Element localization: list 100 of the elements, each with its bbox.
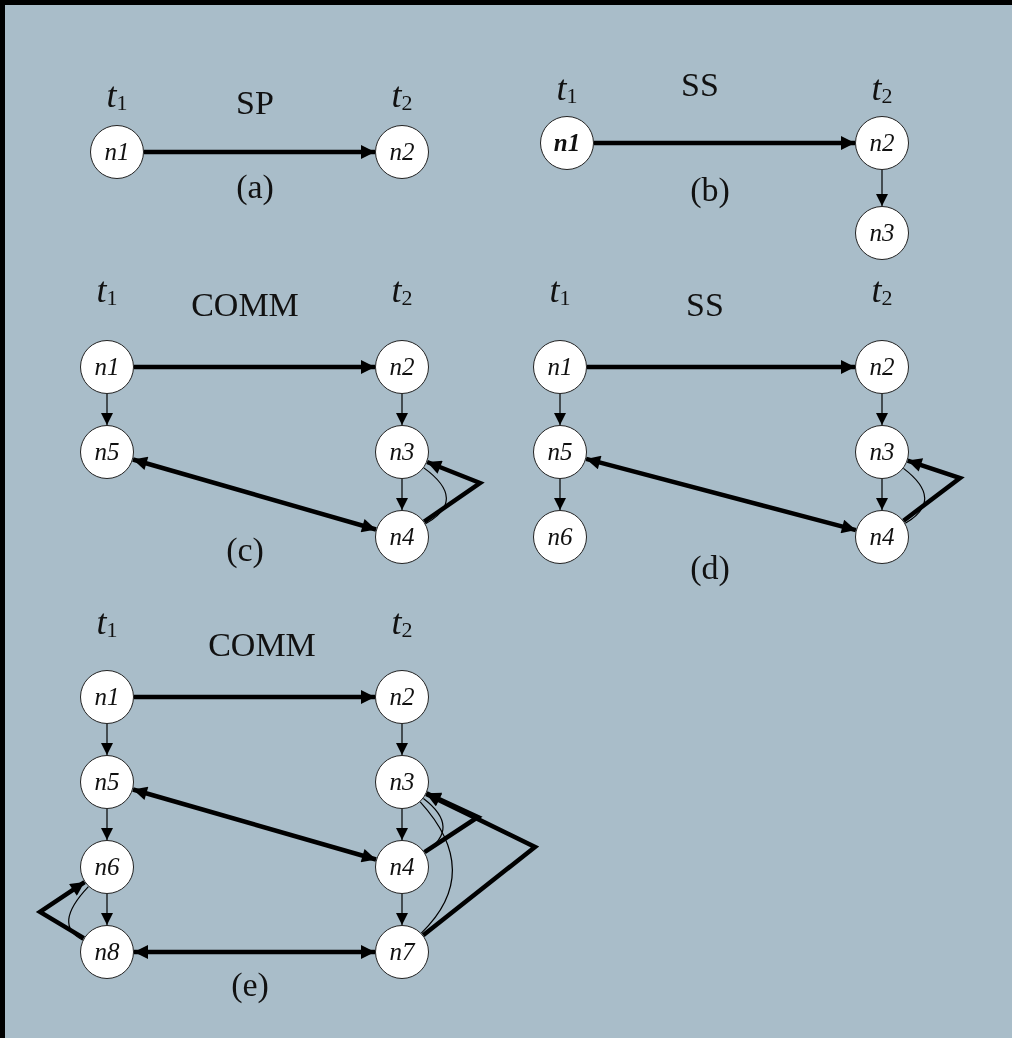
node-circle (375, 340, 429, 394)
node-label: n2 (389, 683, 415, 711)
thread-label: t$_{1}$ (96, 600, 118, 644)
connector-arrow (585, 455, 857, 534)
node-circle (375, 670, 429, 724)
node-circle (80, 670, 134, 724)
caption-label: (e) (231, 966, 269, 1004)
node-circle (540, 116, 594, 170)
node-label: n3 (869, 219, 895, 247)
connector-arrow (101, 893, 113, 926)
connector-arrow (396, 808, 408, 841)
connector-arrow (134, 945, 375, 959)
connector-line (423, 467, 447, 525)
node-label: n6 (94, 853, 120, 881)
caption-label: SP (236, 84, 274, 122)
connector-line (419, 801, 453, 934)
connector-arrow (396, 723, 408, 756)
connector-arrow (35, 880, 86, 941)
caption-label: (a) (236, 168, 274, 206)
thread-label: t$_{2}$ (391, 73, 413, 117)
caption-label: (b) (690, 171, 730, 209)
connector-arrow (876, 478, 888, 511)
node-circle (80, 425, 134, 479)
node-label: n2 (389, 353, 415, 381)
node-circle (375, 925, 429, 979)
connector-arrow (144, 145, 375, 159)
connector-arrow (594, 136, 855, 150)
node-circle (375, 425, 429, 479)
node-label: n2 (869, 353, 895, 381)
node-label: n1 (553, 129, 581, 157)
node-circle (80, 925, 134, 979)
node-circle (855, 116, 909, 170)
node-circle (80, 840, 134, 894)
node-circle (855, 425, 909, 479)
thread-label: t$_{2}$ (391, 268, 413, 312)
caption-label: SS (686, 286, 724, 324)
node-circle (855, 340, 909, 394)
connector-arrow (423, 791, 483, 855)
node-label: n5 (94, 768, 120, 796)
node-label: n4 (389, 523, 415, 551)
connector-arrow (101, 723, 113, 756)
caption-label: SS (681, 66, 719, 104)
thread-label: t$_{1}$ (96, 268, 118, 312)
node-circle (533, 510, 587, 564)
node-label: n5 (94, 438, 120, 466)
node-label: n4 (869, 523, 895, 551)
node-circle (533, 340, 587, 394)
node-circle (90, 125, 144, 179)
connector-arrow (396, 893, 408, 926)
connector-arrow (132, 456, 377, 533)
connector-arrow (902, 458, 965, 523)
node-label: n8 (94, 938, 120, 966)
connector-arrow (876, 393, 888, 426)
node-label: n3 (869, 438, 895, 466)
node-label: n1 (104, 138, 130, 166)
caption-label: COMM (208, 626, 316, 664)
connector-arrow (101, 808, 113, 841)
thread-label: t$_{2}$ (871, 66, 893, 110)
connector-arrow (132, 786, 377, 863)
connector-line (68, 886, 89, 941)
caption-label: (d) (690, 549, 730, 587)
connector-arrow (422, 459, 485, 524)
node-label: n7 (389, 938, 415, 966)
connector-arrow (134, 360, 375, 374)
connector-arrow (554, 393, 566, 426)
caption-label: (c) (226, 531, 264, 569)
node-circle (375, 755, 429, 809)
node-circle (533, 425, 587, 479)
node-label: n2 (869, 129, 895, 157)
thread-label: t$_{1}$ (556, 66, 578, 110)
node-circle (80, 340, 134, 394)
connector-arrow (101, 393, 113, 426)
connector-arrow (587, 360, 855, 374)
node-circle (375, 840, 429, 894)
connector-arrow (554, 478, 566, 511)
connector-line (902, 467, 926, 524)
node-label: n1 (94, 353, 120, 381)
connector-arrow (421, 791, 540, 938)
thread-label: t$_{2}$ (391, 600, 413, 644)
node-label: n3 (389, 768, 415, 796)
node-circle (80, 755, 134, 809)
node-label: n4 (389, 853, 415, 881)
node-circle (855, 510, 909, 564)
node-circle (375, 510, 429, 564)
node-label: n6 (547, 523, 573, 551)
node-label: n1 (547, 353, 573, 381)
connector-arrow (134, 690, 375, 704)
thread-label: t$_{1}$ (549, 268, 571, 312)
connector-arrow (876, 169, 888, 207)
caption-label: COMM (191, 286, 299, 324)
node-label: n1 (94, 683, 120, 711)
node-label: n5 (547, 438, 573, 466)
connector-arrow (396, 393, 408, 426)
thread-label: t$_{1}$ (106, 73, 128, 117)
node-label: n2 (389, 138, 415, 166)
connector-arrow (396, 478, 408, 511)
node-circle (375, 125, 429, 179)
thread-label: t$_{2}$ (871, 268, 893, 312)
node-circle (855, 206, 909, 260)
node-label: n3 (389, 438, 415, 466)
